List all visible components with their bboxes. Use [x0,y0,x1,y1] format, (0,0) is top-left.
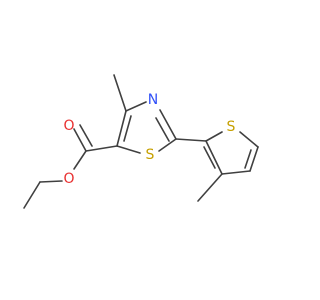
atom-s-thiophene: S [227,119,236,135]
bond-tc3-methyl [197,173,223,202]
bond-c5-ccarbonyl [85,145,118,152]
bond-c4-methyl [113,74,127,112]
atom-n3: N [148,92,158,108]
atom-labels: N S S O O [63,92,235,187]
bond-c2-s1 [158,138,177,152]
bond-tc4-tc3 [221,170,251,175]
thiophene-ring [175,131,259,175]
bond-tc5-tc4 [249,146,259,172]
bond-tc2-sthio [205,131,223,142]
bond-n3-c2-double [155,117,170,142]
atom-s1: S [146,147,155,163]
bond-n3-c2 [159,109,177,140]
bond-sthio-tc5 [239,131,259,148]
bond-tc3-tc2 [205,140,223,175]
ester-group [23,124,118,209]
thiazole-ring [116,101,177,154]
bond-carbonyl-o [73,128,87,152]
bond-carbonyl-o-double [79,124,93,147]
bond-ch2-ch3 [23,181,41,209]
atom-o-ester: O [63,171,74,187]
bond-s1-c5 [116,145,141,154]
atom-o-carbonyl: O [63,118,74,134]
bond-c5-c4-double [123,115,132,142]
bond-c5-c4 [116,110,127,147]
bond-c4-n3 [125,101,147,112]
bond-tc5-tc4-double [244,149,252,169]
bond-ccarbonyl-oester [73,150,87,170]
bond-oester-ch2 [39,180,63,183]
bond-c2-thiophene-c2 [175,138,207,142]
bond-tc3-tc2-double [203,146,216,169]
molecule-structure: N S S O O [23,74,259,209]
